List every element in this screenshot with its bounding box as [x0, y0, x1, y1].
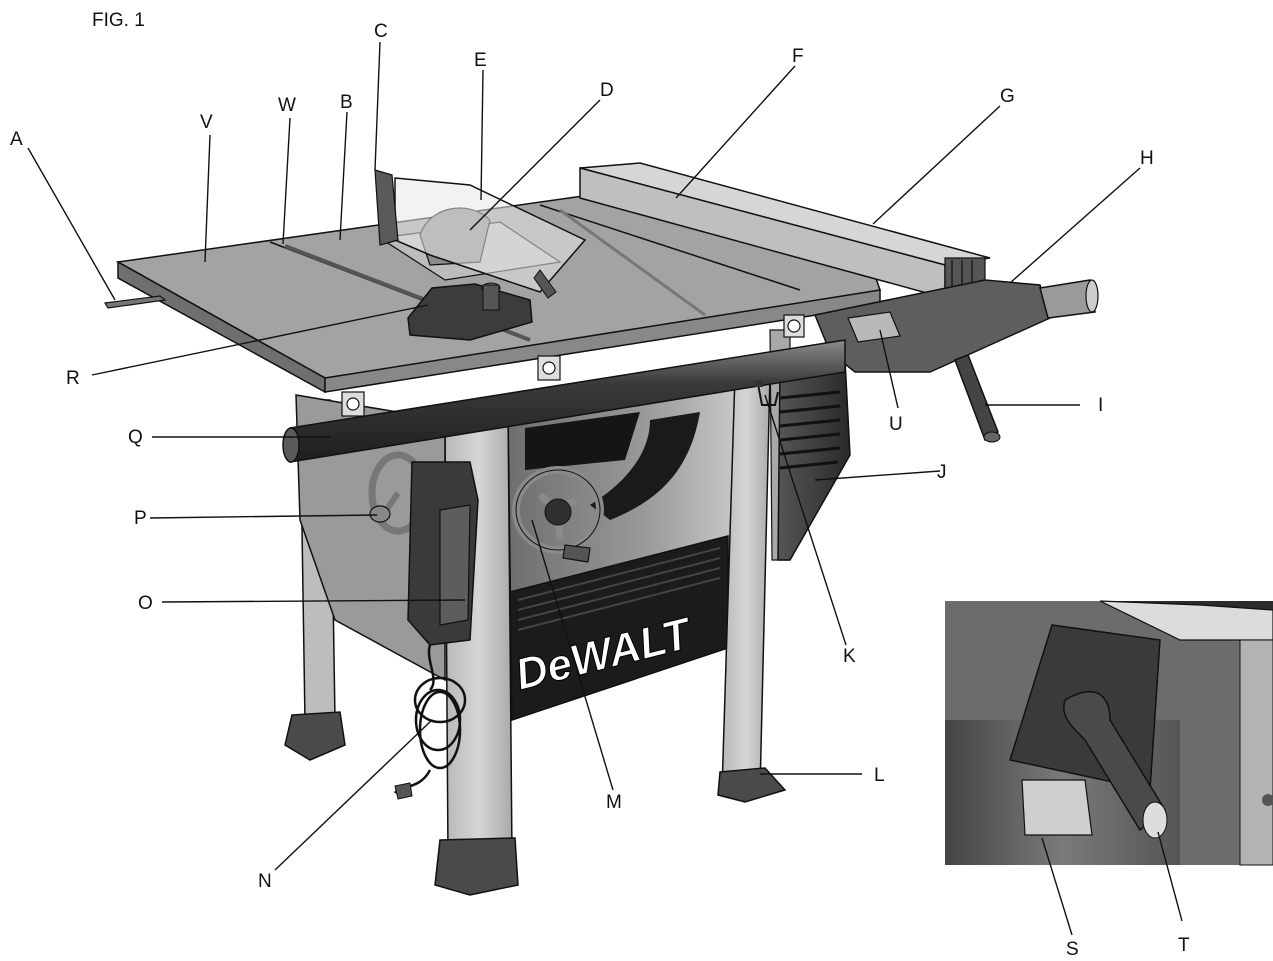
rail-end-tube — [1039, 279, 1096, 319]
label-t: T — [1178, 935, 1190, 956]
right-extension-seam — [539, 204, 801, 291]
label-s: S — [1066, 939, 1079, 960]
foot-front-left — [434, 837, 519, 896]
power-switch-paddle — [439, 504, 471, 626]
label-d: D — [600, 80, 614, 101]
label-k: K — [843, 646, 856, 667]
anti-kickback-pawl — [533, 269, 557, 299]
label-p: P — [134, 508, 147, 529]
motor-vents — [779, 390, 841, 470]
label-m: M — [606, 792, 622, 813]
label-n: N — [258, 871, 272, 892]
label-l: L — [874, 765, 885, 786]
label-r: R — [66, 368, 80, 389]
fence-lock-lever — [954, 354, 999, 442]
label-f: F — [792, 46, 804, 67]
riving-knife — [374, 169, 399, 246]
label-h: H — [1140, 148, 1154, 169]
label-i: I — [1098, 395, 1103, 416]
power-plug — [394, 782, 413, 800]
figure-title: FIG. 1 — [92, 10, 145, 31]
label-j: J — [937, 462, 947, 483]
label-a: A — [10, 129, 23, 150]
inset-lever — [1063, 690, 1166, 832]
inset-detail — [945, 600, 1273, 866]
callout-labels: A B C D E F G H I J K L M N O P Q R S T … — [10, 21, 1190, 960]
label-q: Q — [128, 427, 143, 448]
miter-slot-right — [559, 208, 706, 317]
foot-front-right — [717, 767, 787, 803]
cabinet-opening-top — [525, 412, 640, 470]
front-rail-end — [282, 427, 300, 463]
bevel-handwheel-knob — [369, 505, 391, 523]
label-g: G — [1000, 86, 1015, 107]
leader-lines — [27, 41, 1183, 936]
table-extension-bracket — [104, 295, 167, 309]
table-brackets — [341, 314, 805, 417]
cabinet-opening-arc — [590, 412, 700, 520]
fence-lock-window — [847, 311, 901, 343]
motor-housing — [777, 359, 851, 561]
label-w: W — [278, 95, 296, 116]
saw-body: DeWALT — [104, 162, 1099, 896]
height-handwheel-handle — [562, 544, 591, 563]
label-u: U — [889, 414, 903, 435]
guard-support — [407, 283, 533, 341]
inset-clip — [1021, 779, 1093, 836]
label-c: C — [374, 21, 388, 42]
label-e: E — [474, 50, 487, 71]
label-o: O — [138, 593, 153, 614]
label-v: V — [200, 112, 213, 133]
foot-rear-left — [284, 711, 346, 761]
label-b: B — [340, 92, 353, 113]
height-handwheel-hub — [544, 498, 572, 526]
inset-leg — [1239, 639, 1273, 866]
brand-plate-ridges — [517, 547, 721, 631]
